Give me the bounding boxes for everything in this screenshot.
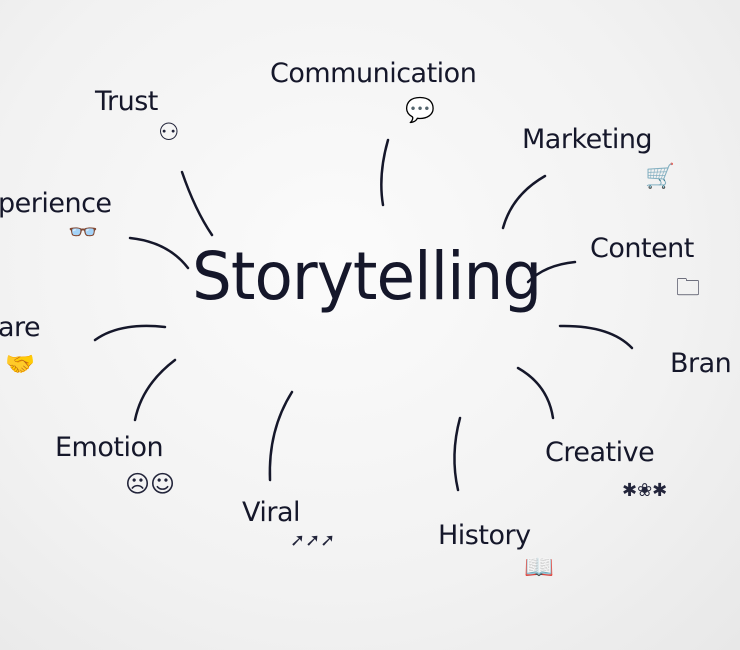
speech-bubbles-icon: 💬 — [405, 96, 435, 124]
branch-history: History — [438, 520, 531, 551]
branch-content: Content — [590, 233, 694, 264]
book-icon: 📖 — [524, 553, 554, 581]
arrows-icon: ➚➚➚ — [290, 530, 336, 551]
line-viral — [268, 390, 294, 482]
glasses-icon: 👓 — [68, 218, 98, 246]
branch-brand: Bran — [670, 348, 732, 379]
branch-emotion: Emotion — [55, 432, 164, 463]
line-content — [526, 260, 577, 284]
line-marketing — [501, 174, 547, 230]
handshake-icon: 🤝 — [5, 350, 35, 378]
branch-experience: perience — [0, 188, 112, 219]
shopping-cart-icon: 🛒 — [645, 162, 675, 190]
sparkle-doodle-icon: ✱❀✱ — [622, 480, 668, 501]
line-communication — [380, 138, 390, 207]
line-emotion — [133, 358, 177, 422]
smiley-faces-icon: ☹☺ — [125, 470, 176, 498]
line-creative — [516, 366, 555, 420]
branch-creative: Creative — [545, 437, 655, 468]
line-experience — [128, 236, 190, 270]
folder-icon: 🗀 — [676, 273, 700, 301]
line-history — [453, 416, 462, 492]
line-brand — [558, 324, 634, 350]
branch-share: are — [0, 312, 41, 343]
line-trust — [180, 170, 214, 237]
branch-marketing: Marketing — [522, 124, 653, 155]
people-icon: ⚇ — [158, 118, 180, 146]
branch-communication: Communication — [270, 58, 477, 89]
branch-trust: Trust — [95, 86, 158, 117]
central-topic: Storytelling — [192, 238, 542, 315]
line-share — [93, 324, 167, 342]
branch-viral: Viral — [242, 497, 301, 528]
